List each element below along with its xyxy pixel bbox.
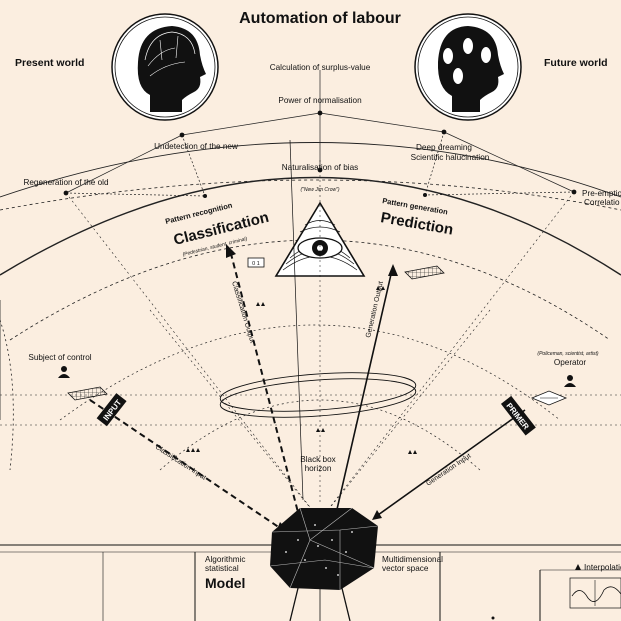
phrenology-head-icon: [111, 13, 219, 121]
model-black-box-icon: [269, 507, 379, 590]
deep-dreaming-label: Deep dreaming: [416, 143, 472, 152]
input-grid-icon: [67, 386, 108, 401]
interpolation-label: Interpolation: [584, 563, 621, 572]
future-world-label: Future world: [544, 57, 608, 69]
binary-box: [247, 257, 265, 268]
generation-grid-icon: [404, 265, 445, 280]
page-title: Automation of labour: [239, 10, 401, 27]
hallucination-label: Scientific halucination: [411, 153, 490, 162]
classification-output-label: Classification Output: [230, 281, 255, 344]
input-tag: INPUT: [96, 393, 127, 427]
naturalisation-label: Naturalisation of bias: [282, 163, 358, 172]
pre-emption-label: Pre-emptio: [582, 189, 621, 198]
multidimensional-label: Multidimensional: [382, 555, 443, 564]
generation-output-label: Generation Output: [365, 281, 385, 339]
flow-markers: [186, 286, 417, 454]
normalisation-label: Power of normalisation: [278, 96, 362, 105]
primer-tag: PRIMER: [500, 395, 536, 436]
subject-person-icon: [58, 366, 70, 378]
correlation-label: Correlatio: [584, 198, 620, 207]
classification-output-arrow: [229, 249, 301, 521]
future-head-icon: [414, 13, 522, 121]
model-title: Model: [205, 575, 245, 591]
interpolation-inset: [569, 577, 621, 609]
operator-label: Operator: [554, 358, 587, 367]
statistical-label: statistical: [205, 564, 239, 573]
operator-person-icon: [564, 375, 576, 387]
horizon-disc: [219, 372, 417, 418]
regeneration-label: Regeneration of the old: [23, 178, 109, 187]
generation-input-label: Generation Input: [425, 453, 472, 488]
generation-output-arrow: [334, 269, 393, 519]
classification-input-label: Classification Input: [154, 444, 207, 482]
present-world-label: Present world: [15, 57, 84, 69]
algorithmic-label: Algorithmic: [205, 555, 246, 564]
all-seeing-eye-icon: [274, 201, 366, 277]
interpolation-marker-icon: [575, 564, 581, 570]
undetection-label: Undetection of the new: [154, 142, 238, 151]
operator-note: (Policeman, scientist, artist): [537, 351, 598, 357]
horizon-label: horizon: [305, 464, 332, 473]
subject-of-control-label: Subject of control: [28, 353, 91, 362]
classification-input-arrow: [89, 399, 281, 529]
black-box-label: Black box: [300, 455, 336, 464]
vector-space-label: vector space: [382, 564, 429, 573]
surplus-value-label: Calculation of surplus-value: [270, 63, 371, 72]
binary-box-label: 0 1: [252, 261, 260, 267]
generation-input-arrow: [377, 409, 526, 516]
